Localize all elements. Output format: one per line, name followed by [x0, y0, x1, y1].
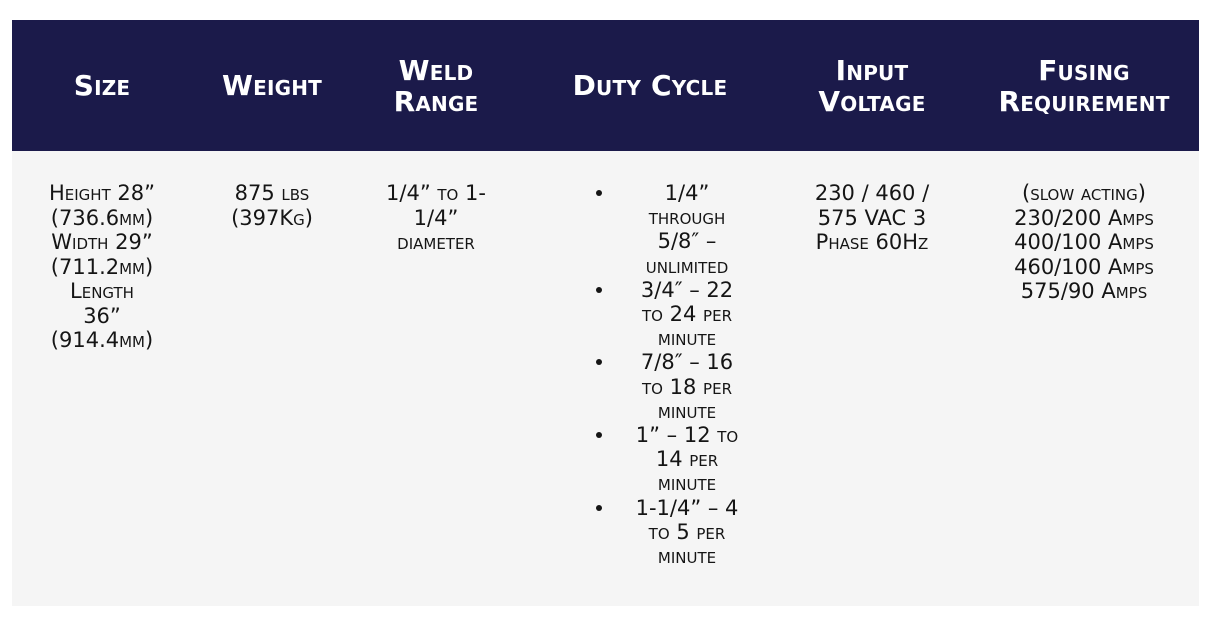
fusing-line: 230/200 Amps	[1014, 205, 1154, 230]
size-line: (914.4mm)	[50, 328, 154, 352]
input-voltage-line: Phase 60Hz	[815, 230, 929, 254]
weight-line: 875 lbs	[234, 181, 310, 205]
size-line: Length	[70, 279, 134, 303]
header-size-line: Size	[73, 69, 131, 102]
bullet-icon	[596, 190, 602, 196]
header-duty-cycle-line: Duty Cycle	[572, 69, 728, 102]
header-fusing-line-2: Requirement	[998, 84, 1170, 118]
duty-cycle-text: 1” – 12 to 14 per minute	[635, 423, 739, 496]
size-line: (711.2mm)	[50, 254, 154, 279]
header-weld-range: Weld Range	[362, 20, 510, 151]
input-voltage-line: 575 VAC 3	[817, 205, 927, 230]
duty-cycle-list: 1/4” through 5/8″ – unlimited 3/4″ – 22 …	[590, 181, 758, 568]
size-line: Width 29”	[51, 230, 153, 254]
fusing-line: 400/100 Amps	[1014, 230, 1154, 254]
list-item: 1” – 12 to 14 per minute	[590, 423, 758, 496]
duty-cycle-text: 3/4″ – 22 to 24 per minute	[640, 277, 734, 351]
fusing-line: 460/100 Amps	[1014, 254, 1154, 279]
size-line: (736.6mm)	[50, 205, 154, 230]
header-input-voltage-line-1: Input	[835, 53, 909, 87]
fusing-line: 575/90 Amps	[1020, 279, 1148, 303]
weld-range-line: 1/4” to 1-	[386, 181, 486, 205]
header-weld-range-line-2: Range	[393, 84, 479, 118]
size-line: Height 28”	[48, 181, 156, 205]
header-size: Size	[26, 20, 178, 151]
bullet-icon	[596, 504, 602, 511]
cell-weight: 875 lbs (397Kg)	[198, 181, 346, 230]
cell-size: Height 28” (736.6mm) Width 29” (711.2mm)…	[26, 181, 178, 353]
header-duty-cycle: Duty Cycle	[552, 20, 748, 151]
header-input-voltage-line-2: Voltage	[818, 84, 926, 118]
header-fusing-line-1: Fusing	[1038, 53, 1130, 87]
cell-input-voltage: 230 / 460 / 575 VAC 3 Phase 60Hz	[790, 181, 954, 255]
cell-weld-range: 1/4” to 1- 1/4” diameter	[362, 181, 510, 255]
bullet-icon	[596, 359, 602, 366]
duty-cycle-text: 7/8″ – 16 to 18 per minute	[640, 350, 734, 423]
weld-range-line: diameter	[397, 230, 475, 254]
header-weld-range-line-1: Weld	[398, 53, 474, 87]
table-row: Height 28” (736.6mm) Width 29” (711.2mm)…	[12, 151, 1199, 606]
header-weight: Weight	[198, 20, 346, 151]
list-item: 3/4″ – 22 to 24 per minute	[590, 278, 758, 351]
list-item: 1-1/4” – 4 to 5 per minute	[590, 496, 758, 569]
weight-line: (397Kg)	[231, 205, 313, 230]
duty-cycle-text: 1/4” through 5/8″ – unlimited	[645, 181, 729, 278]
bullet-icon	[596, 286, 602, 293]
cell-fusing-requirement: (slow acting) 230/200 Amps 400/100 Amps …	[984, 181, 1184, 304]
spec-table: Size Weight Weld Range Duty Cycle Input …	[12, 20, 1199, 606]
fusing-line: (slow acting)	[1022, 181, 1146, 205]
list-item: 7/8″ – 16 to 18 per minute	[590, 350, 758, 423]
header-fusing-requirement: Fusing Requirement	[984, 20, 1184, 151]
bullet-icon	[596, 432, 602, 439]
input-voltage-line: 230 / 460 /	[814, 181, 930, 205]
list-item: 1/4” through 5/8″ – unlimited	[590, 181, 758, 278]
header-input-voltage: Input Voltage	[782, 20, 962, 151]
weld-range-line: 1/4”	[413, 205, 459, 230]
header-weight-line: Weight	[222, 69, 322, 102]
size-line: 36”	[83, 303, 121, 328]
duty-cycle-text: 1-1/4” – 4 to 5 per minute	[635, 495, 739, 569]
table-header-row: Size Weight Weld Range Duty Cycle Input …	[12, 20, 1199, 151]
